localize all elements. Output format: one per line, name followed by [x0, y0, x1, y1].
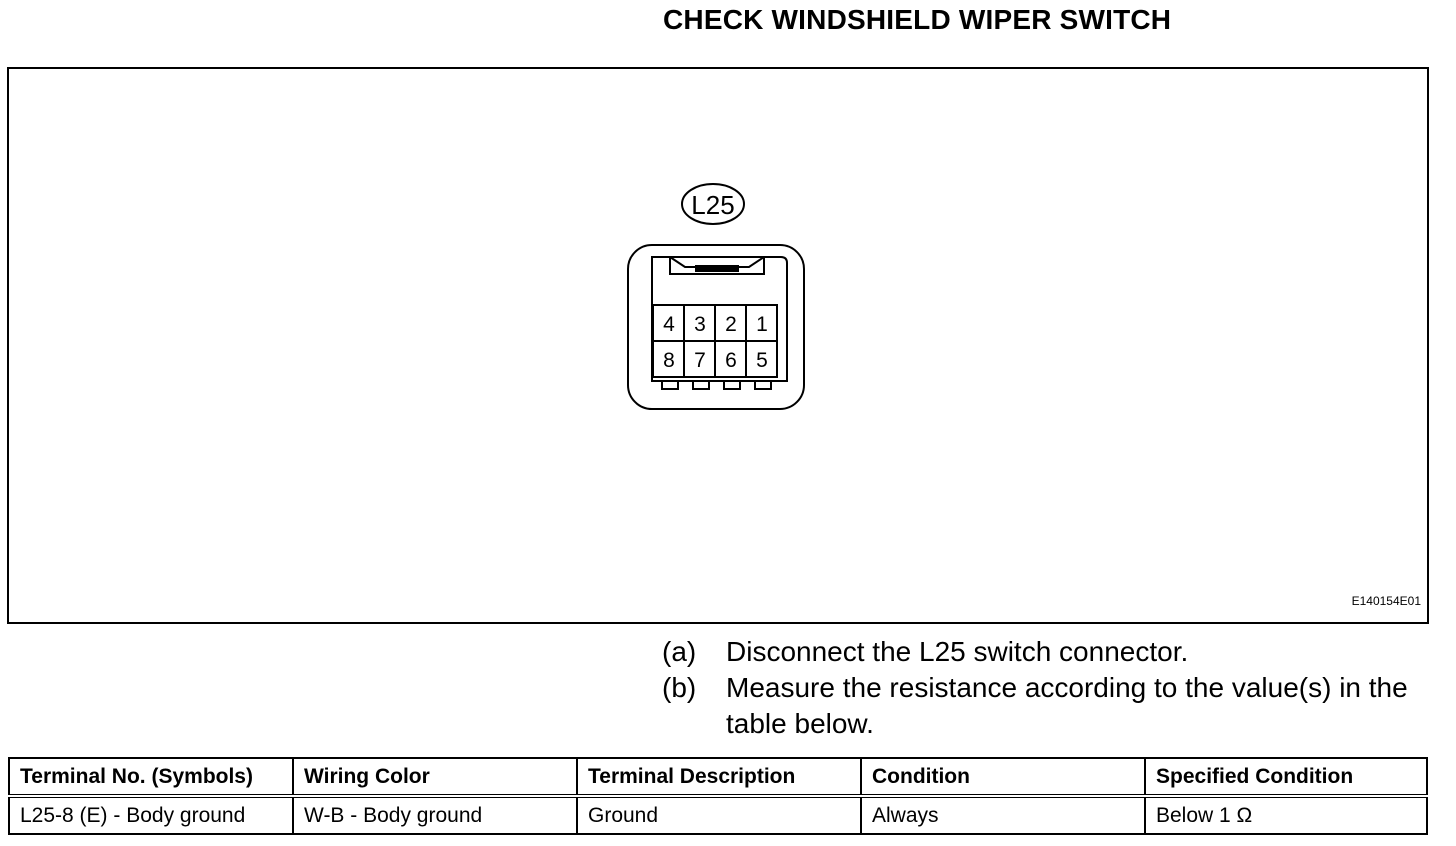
connector-label: L25: [691, 190, 734, 220]
column-header: Wiring Color: [292, 757, 578, 797]
table-cell: L25-8 (E) - Body ground: [8, 795, 294, 835]
connector-housing-outer: [627, 244, 805, 410]
locking-tab-bar: [695, 265, 739, 272]
step-marker: (b): [662, 672, 697, 703]
pin-7: 7: [694, 349, 706, 372]
connector-diagram: L25 4 3 2 1 8 7 6 5: [627, 183, 805, 410]
pin-3: 3: [694, 313, 706, 336]
table-cell: Ground: [576, 795, 862, 835]
pin-1: 1: [756, 313, 768, 336]
table-cell: W-B - Body ground: [292, 795, 578, 835]
page-title: CHECK WINDSHIELD WIPER SWITCH: [663, 4, 1172, 35]
pin-4: 4: [663, 313, 675, 336]
table-row: L25-8 (E) - Body ground W-B - Body groun…: [8, 795, 1428, 835]
column-header: Terminal No. (Symbols): [8, 757, 294, 797]
step-a: (a) Disconnect the L25 switch connector.: [662, 634, 1442, 670]
resistance-spec-table: Terminal No. (Symbols) Wiring Color Term…: [8, 757, 1428, 835]
table-header-row: Terminal No. (Symbols) Wiring Color Term…: [8, 757, 1428, 797]
column-header: Terminal Description: [576, 757, 862, 797]
pin-2: 2: [725, 313, 737, 336]
table-cell: Below 1 Ω: [1144, 795, 1428, 835]
connector-figure: L25 4 3 2 1 8 7 6 5 E1401: [7, 67, 1429, 624]
terminal-stubs: [661, 380, 772, 390]
step-text: Disconnect the L25 switch connector.: [726, 636, 1189, 667]
connector-label-ellipse: [681, 183, 745, 225]
step-b: (b) Measure the resistance according to …: [662, 670, 1442, 742]
figure-id: E140154E01: [1351, 594, 1421, 608]
column-header: Specified Condition: [1144, 757, 1428, 797]
step-marker: (a): [662, 636, 697, 667]
pin-6: 6: [725, 349, 737, 372]
pin-5: 5: [756, 349, 768, 372]
step-text: Measure the resistance according to the …: [726, 672, 1408, 739]
pin-8: 8: [663, 349, 675, 372]
column-header: Condition: [860, 757, 1146, 797]
table-cell: Always: [860, 795, 1146, 835]
connector-housing-inner: [651, 256, 788, 382]
procedure-steps: (a) Disconnect the L25 switch connector.…: [662, 634, 1442, 742]
